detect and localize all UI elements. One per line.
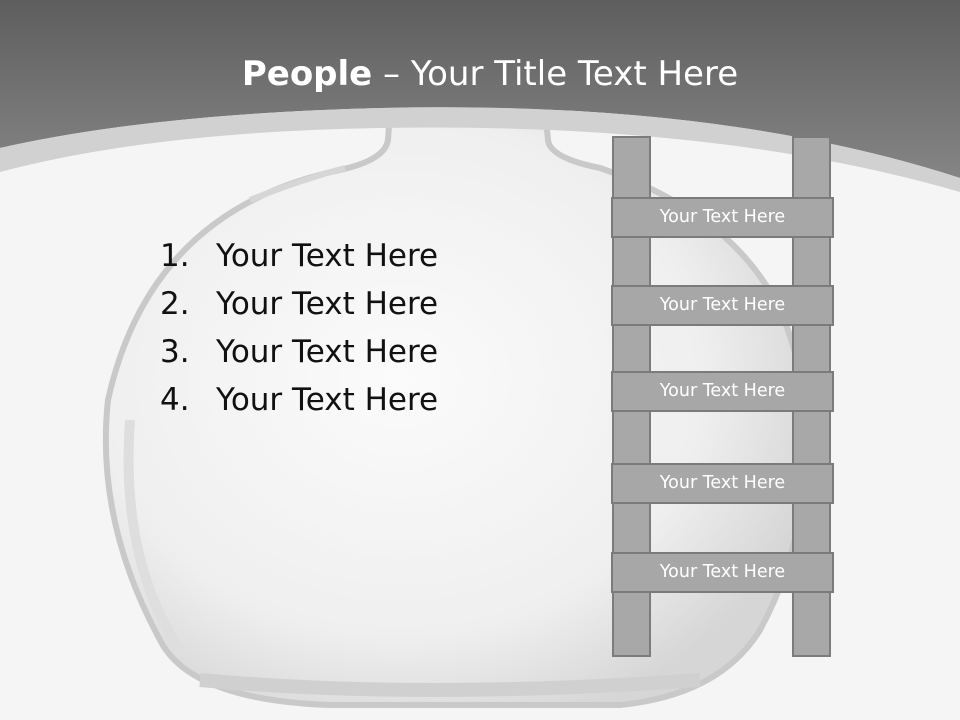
- ladder-rung: Your Text Here: [611, 463, 834, 504]
- title-bold: People: [241, 54, 373, 94]
- list-item: 1. Your Text Here: [160, 232, 438, 280]
- ladder-rung: Your Text Here: [611, 197, 834, 238]
- rung-label: Your Text Here: [659, 295, 786, 315]
- title-text: Your Title Text Here: [410, 54, 739, 94]
- list-number: 1.: [160, 238, 190, 274]
- rung-label: Your Text Here: [659, 381, 786, 401]
- list-item: 2. Your Text Here: [160, 280, 438, 328]
- list-item: 4. Your Text Here: [160, 376, 438, 424]
- list-text: Your Text Here: [216, 334, 439, 370]
- rung-label: Your Text Here: [659, 562, 786, 582]
- list-number: 3.: [160, 334, 190, 370]
- page-title: People – Your Title Text Here: [0, 52, 960, 96]
- list-text: Your Text Here: [216, 238, 439, 274]
- list-text: Your Text Here: [216, 382, 439, 418]
- ladder-rung: Your Text Here: [611, 371, 834, 412]
- rung-label: Your Text Here: [659, 473, 786, 493]
- title-separator: –: [372, 54, 411, 94]
- numbered-list: 1. Your Text Here 2. Your Text Here 3. Your…: [160, 232, 438, 424]
- list-number: 4.: [160, 382, 190, 418]
- list-item: 3. Your Text Here: [160, 328, 438, 376]
- rung-label: Your Text Here: [659, 207, 786, 227]
- header-curve-band: [0, 107, 960, 192]
- ladder-rung: Your Text Here: [611, 552, 834, 593]
- list-number: 2.: [160, 286, 190, 322]
- header-band: [0, 0, 960, 178]
- ladder-rung: Your Text Here: [611, 285, 834, 326]
- list-text: Your Text Here: [216, 286, 439, 322]
